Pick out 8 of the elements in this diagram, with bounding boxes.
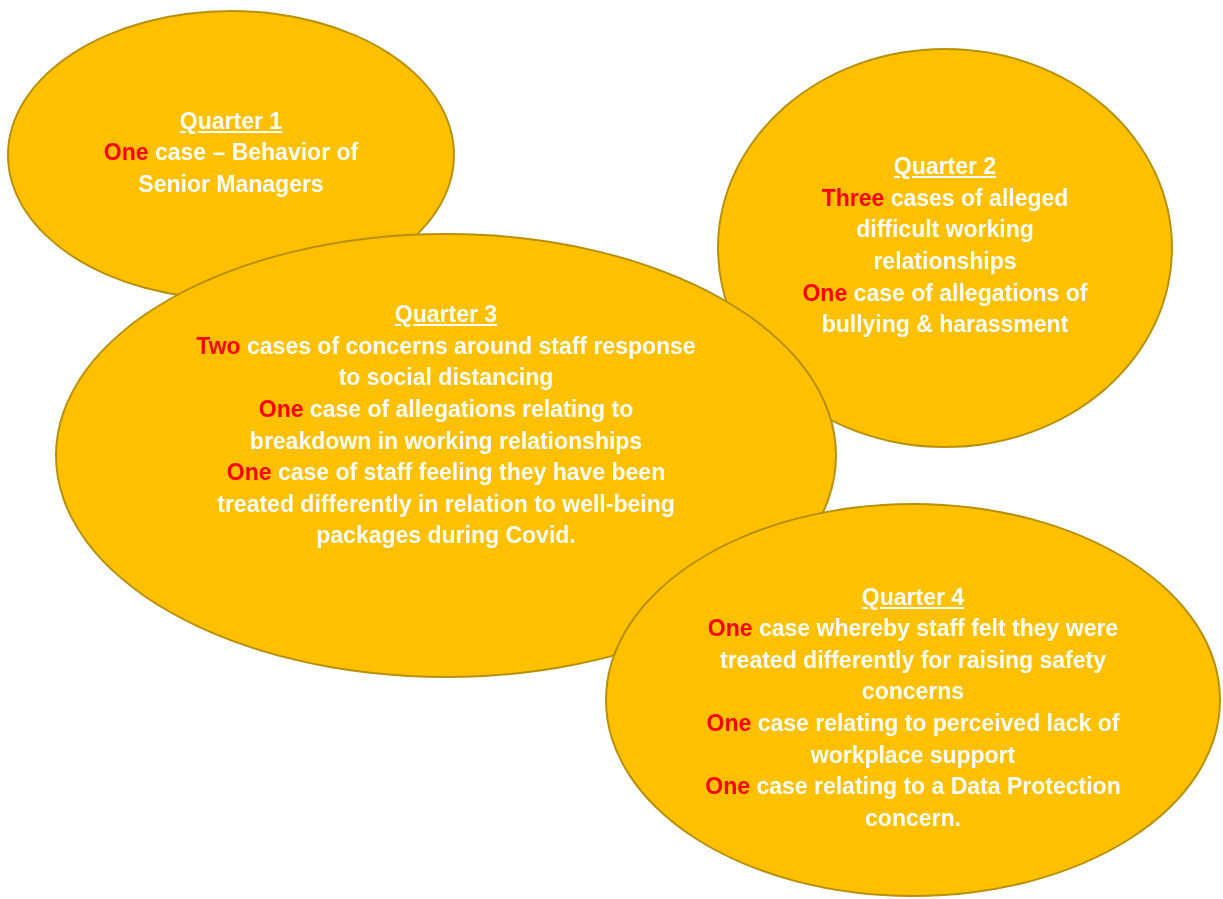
case-text: One case of staff feeling they have been treated differently in relation to well-being packages during Covid. [216,458,676,551]
quarter-heading: Quarter 1 [179,106,283,136]
quarter-heading: Quarter 2 [893,152,997,182]
case-text: One case of allegations of bullying & harassment [801,278,1089,340]
case-text: One case relating to a Data Protection concern. [704,772,1122,833]
case-text: One case – Behavior of Senior Managers [102,138,360,199]
quarter-heading: Quarter 3 [394,300,498,330]
quarter-heading: Quarter 4 [861,582,965,612]
